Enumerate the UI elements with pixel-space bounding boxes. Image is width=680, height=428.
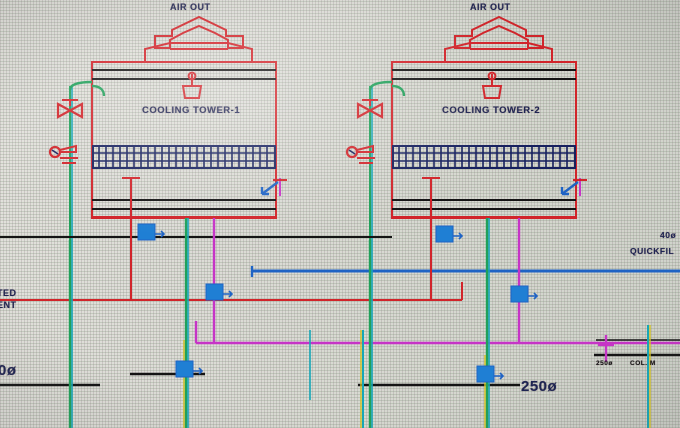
tag-block[interactable] bbox=[476, 365, 505, 383]
piping-mains-group bbox=[0, 236, 680, 387]
label-cooling-tower-1: COOLING TOWER-1 bbox=[142, 105, 241, 116]
label-left-note-bottom: ENT bbox=[0, 300, 17, 310]
tower-2-inlet-valve-stack[interactable] bbox=[345, 80, 406, 240]
vertical-drops-group bbox=[68, 217, 651, 428]
tower-1-inlet-valve-stack[interactable] bbox=[48, 80, 106, 240]
tag-block[interactable] bbox=[205, 283, 234, 301]
tower-2-fill-pack bbox=[392, 145, 576, 169]
label-right-note-bottom: QUICKFIL bbox=[630, 246, 675, 256]
air-out-arrow-left-icon bbox=[154, 15, 244, 49]
tower-1-fill-pack bbox=[92, 145, 276, 169]
tower-1-stack bbox=[144, 42, 253, 62]
butterfly-valve-symbol-t2-icon[interactable] bbox=[356, 99, 384, 119]
label-bottom-right-tag-a: 250ø bbox=[596, 360, 613, 367]
tag-block[interactable] bbox=[510, 285, 539, 303]
t2-inlet-elbow bbox=[368, 80, 393, 91]
air-out-arrow-right-icon bbox=[454, 15, 544, 49]
equipment-tag-blocks[interactable] bbox=[137, 223, 539, 383]
flow-direction-arrow-right-icon bbox=[560, 178, 587, 196]
label-cooling-tower-2: COOLING TOWER-2 bbox=[442, 105, 541, 116]
fan-motor-symbol-left-icon bbox=[181, 71, 203, 99]
label-bottom-right-tag-b: COL. M bbox=[630, 360, 656, 367]
strainer-symbol-t2-icon[interactable] bbox=[345, 144, 375, 164]
butterfly-valve-symbol-t1-icon[interactable] bbox=[56, 99, 84, 119]
cooling-tower-1-group[interactable] bbox=[91, 15, 287, 219]
tag-block[interactable] bbox=[435, 225, 464, 243]
flow-direction-arrow-left-icon bbox=[260, 178, 287, 196]
tower-2-stack bbox=[444, 42, 553, 62]
tag-block[interactable] bbox=[175, 360, 204, 378]
label-pipe-250: 250ø bbox=[521, 378, 558, 395]
t1-inlet-branch-elbow bbox=[91, 84, 106, 97]
label-air-out-left: AIR OUT bbox=[170, 2, 211, 12]
t1-inlet-elbow bbox=[68, 80, 93, 91]
tag-block[interactable] bbox=[137, 223, 166, 241]
label-left-pipe-size: 0ø bbox=[0, 362, 17, 379]
label-air-out-right: AIR OUT bbox=[470, 2, 511, 12]
label-right-note-top: 40ø bbox=[660, 230, 677, 240]
strainer-symbol-t1-icon[interactable] bbox=[48, 144, 78, 164]
cooling-tower-2-group[interactable] bbox=[391, 15, 587, 219]
t2-inlet-branch-elbow bbox=[391, 84, 406, 97]
fan-motor-symbol-right-icon bbox=[481, 71, 503, 99]
label-left-note-top: TED bbox=[0, 288, 17, 298]
